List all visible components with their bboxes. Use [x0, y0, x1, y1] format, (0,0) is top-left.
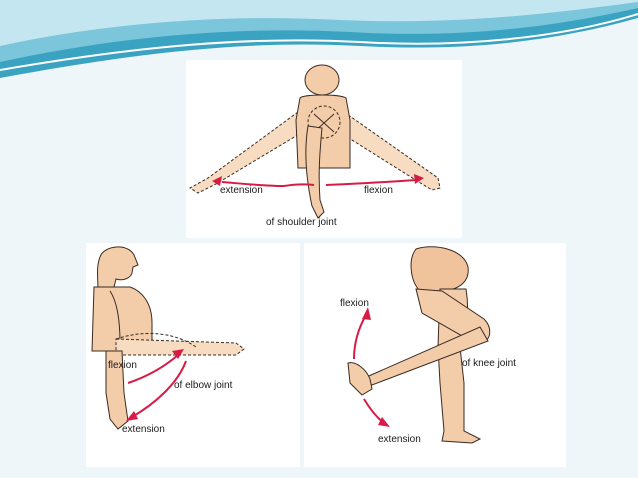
banner-wave-light — [0, 0, 638, 46]
elbow-flexion-arrowhead — [172, 349, 184, 359]
shoulder-flexion-arm — [335, 111, 441, 191]
knee-joint-panel: flexion of knee joint extension — [304, 243, 566, 467]
knee-figure-foot — [347, 362, 373, 396]
elbow-figure-head — [97, 246, 139, 290]
knee-flexion-arrowhead — [362, 307, 371, 320]
knee-flexion-arrow — [353, 314, 367, 360]
shoulder-figure-head — [304, 64, 340, 96]
knee-figure-hip — [410, 246, 469, 292]
elbow-extension-label: extension — [122, 424, 165, 435]
shoulder-figure-torso — [295, 94, 351, 169]
knee-caption: of knee joint — [462, 358, 516, 369]
shoulder-extension-label: extension — [220, 185, 263, 196]
shoulder-joint-panel: extension flexion of shoulder joint — [186, 60, 462, 238]
elbow-flexion-label: flexion — [108, 360, 137, 371]
elbow-figure — [91, 246, 245, 430]
knee-extension-arrowhead — [378, 417, 390, 427]
elbow-extension-arrow — [131, 360, 187, 418]
shoulder-extension-arrowhead — [212, 176, 222, 186]
shoulder-figure-hanging-arm — [305, 125, 325, 219]
elbow-joint-panel: flexion of elbow joint extension — [86, 243, 300, 467]
shoulder-flexion-arrowhead — [414, 174, 424, 184]
shoulder-figure — [189, 64, 441, 219]
knee-figure — [347, 246, 491, 444]
elbow-caption: of elbow joint — [174, 380, 233, 391]
knee-figure-bent-shin — [360, 326, 489, 386]
shoulder-caption: of shoulder joint — [266, 217, 337, 228]
elbow-figure-upper-arm-line — [109, 290, 121, 344]
knee-flexion-label: flexion — [340, 298, 369, 309]
shoulder-extension-arrow — [283, 183, 315, 187]
elbow-flexed-forearm-mid — [115, 332, 197, 348]
shoulder-extension-arrow-tail — [221, 181, 285, 187]
knee-extension-label: extension — [378, 434, 421, 445]
elbow-extension-arrowhead — [126, 411, 138, 421]
banner-highlight — [0, 13, 638, 71]
shoulder-joint-marker — [307, 105, 341, 139]
shoulder-flexion-label: flexion — [364, 185, 393, 196]
elbow-flexion-arrow — [127, 354, 179, 384]
shoulder-extension-arm — [189, 111, 307, 194]
elbow-figure-forearm — [105, 350, 129, 430]
shoulder-flexion-arrow — [325, 179, 417, 186]
